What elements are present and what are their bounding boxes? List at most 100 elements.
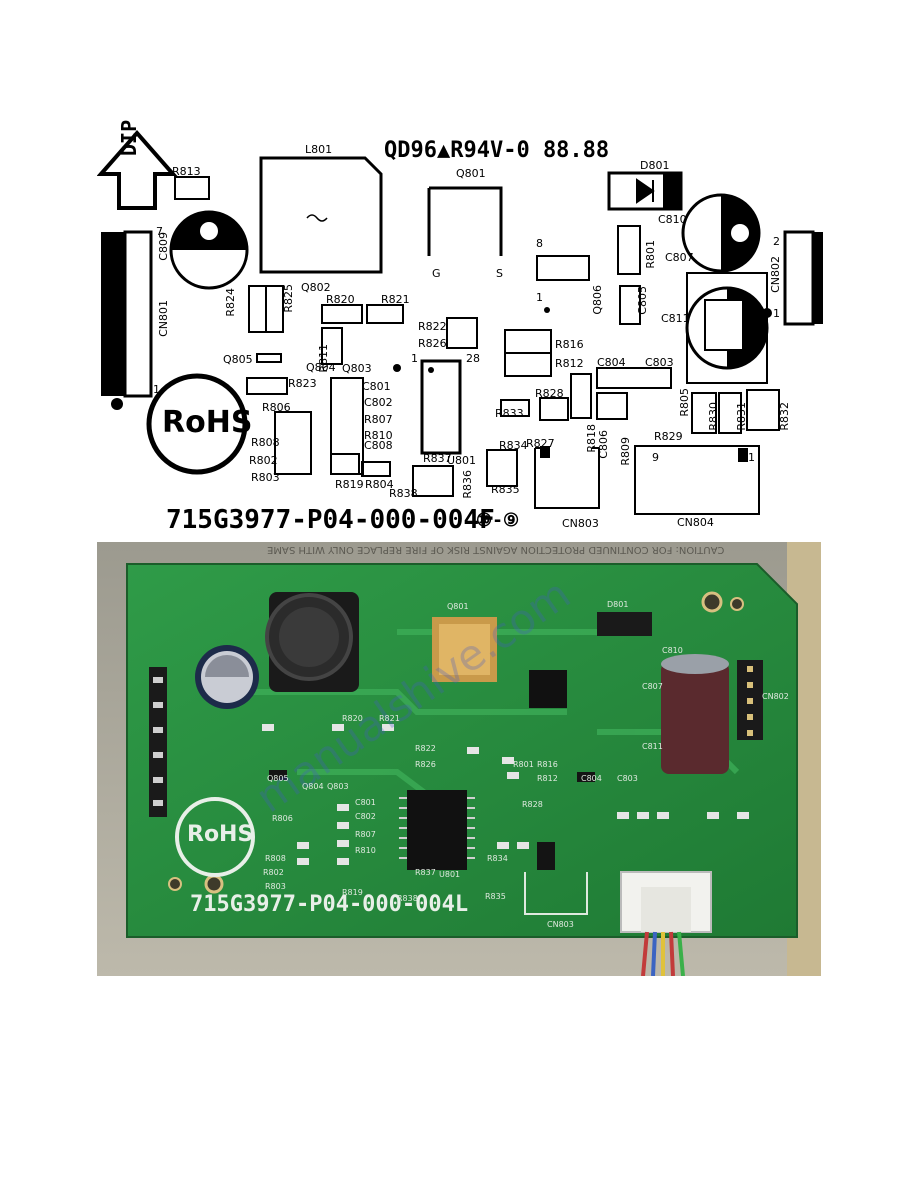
label-r810: R810 — [364, 429, 393, 442]
label-q802: Q802 — [301, 281, 331, 294]
label-c811: C811 — [661, 312, 690, 325]
label-r826: R826 — [418, 337, 447, 350]
pad-group — [174, 176, 780, 497]
photo-label-u801: U801 — [439, 870, 461, 879]
dip-label: DIP — [117, 119, 141, 156]
label-c801: C801 — [362, 380, 391, 393]
label-u801: U801 — [447, 454, 477, 467]
l801-outline — [259, 156, 383, 274]
label-r824: R824 — [224, 288, 237, 317]
dip-arrow-icon — [97, 129, 178, 210]
label-c807: C807 — [665, 251, 694, 264]
pin-mark-q806-1: 1 — [536, 291, 543, 304]
photo-label-q801: Q801 — [447, 602, 469, 611]
photo-label-r806: R806 — [272, 814, 293, 823]
pin-mark-cn801: 1 — [153, 383, 160, 396]
photo-label-r810: R810 — [355, 846, 376, 855]
pin-mark-cn802-1: 1 — [773, 307, 780, 320]
photo-label-q805: Q805 — [267, 774, 289, 783]
label-c808: C808 — [364, 439, 393, 452]
label-q805: Q805 — [223, 353, 253, 366]
label-r831: R831 — [735, 402, 748, 431]
pcb-photo: CAUTION: FOR CONTINUED PROTECTION AGAINS… — [97, 542, 821, 976]
caution-text: CAUTION: FOR CONTINUED PROTECTION AGAINS… — [267, 544, 725, 555]
label-c802: C802 — [364, 396, 393, 409]
pin-mark-q806-8: 8 — [536, 237, 543, 250]
label-r807: R807 — [364, 413, 393, 426]
label-r832: R832 — [778, 402, 791, 431]
photo-label-r828: R828 — [522, 800, 543, 809]
cn802-connector-outline — [783, 230, 815, 326]
label-r829: R829 — [654, 430, 683, 443]
pcb-photo-drawing — [97, 542, 821, 976]
pin-mark-c809: 7 — [156, 225, 163, 238]
pcb-silkscreen-diagram — [97, 129, 823, 515]
label-c805: C805 — [636, 286, 649, 315]
photo-rohs-label: RoHS — [187, 822, 254, 847]
label-r823: R823 — [288, 377, 317, 390]
label-r821: R821 — [381, 293, 410, 306]
label-r801: R801 — [644, 240, 657, 269]
label-r811: R811 — [317, 344, 330, 373]
label-q803: Q803 — [342, 362, 372, 375]
label-r825: R825 — [282, 284, 295, 313]
label-c803: C803 — [645, 356, 674, 369]
pin-mark-cn804-1: 1 — [748, 451, 755, 464]
label-q804: Q804 — [306, 361, 336, 374]
label-r812: R812 — [555, 357, 584, 370]
photo-label-d801: D801 — [607, 600, 629, 609]
label-r805: R805 — [678, 388, 691, 417]
label-r835: R835 — [491, 483, 520, 496]
photo-label-r808: R808 — [265, 854, 286, 863]
photo-label-r822: R822 — [415, 744, 436, 753]
label-r809: R809 — [619, 437, 632, 466]
photo-label-q803: Q803 — [327, 782, 349, 791]
photo-label-c810: C810 — [662, 646, 683, 655]
photo-label-r821: R821 — [379, 714, 400, 723]
label-q801: Q801 — [456, 167, 486, 180]
pin-mark-q801-g: G — [432, 267, 441, 280]
rohs-circle — [146, 373, 248, 475]
label-c810: C810 — [658, 213, 687, 226]
pin-mark-cn802-2: 2 — [773, 235, 780, 248]
photo-label-q804: Q804 — [302, 782, 324, 791]
label-cn803: CN803 — [562, 517, 599, 530]
pin-mark-cn804-9: 9 — [652, 451, 659, 464]
photo-label-r816: R816 — [537, 760, 558, 769]
label-r808: R808 — [251, 436, 280, 449]
diagram-board-code-suffix: ⑩-⑨ — [476, 510, 520, 531]
label-r803: R803 — [251, 471, 280, 484]
label-c804: C804 — [597, 356, 626, 369]
photo-label-r835: R835 — [485, 892, 506, 901]
label-c806: C806 — [597, 430, 610, 459]
photo-label-r834: R834 — [487, 854, 508, 863]
label-r833: R833 — [495, 407, 524, 420]
photo-label-r826: R826 — [415, 760, 436, 769]
q801-outline — [427, 186, 503, 256]
label-r819: R819 — [335, 478, 364, 491]
photo-label-cn803: CN803 — [547, 920, 574, 929]
photo-label-r807: R807 — [355, 830, 376, 839]
photo-label-c803: C803 — [617, 774, 638, 783]
label-r816: R816 — [555, 338, 584, 351]
label-l801: L801 — [305, 143, 333, 156]
label-r834: R834 — [499, 439, 528, 452]
photo-label-c802: C802 — [355, 812, 376, 821]
photo-label-r801: R801 — [513, 760, 534, 769]
photo-label-r803: R803 — [265, 882, 286, 891]
photo-label-c807: C807 — [642, 682, 663, 691]
photo-board-code: 715G3977-P04-000-004L — [190, 892, 469, 917]
photo-label-r812: R812 — [537, 774, 558, 783]
photo-label-r838: R838 — [397, 894, 418, 903]
label-r837: R837 — [423, 452, 452, 465]
pin-mark-u801-1: 1 — [411, 352, 418, 365]
u801-ic-outline — [420, 359, 462, 455]
label-r804: R804 — [365, 478, 394, 491]
pin-mark-u801-28: 28 — [466, 352, 480, 365]
label-cn802: CN802 — [769, 256, 782, 293]
diode-symbol-icon — [636, 178, 655, 204]
label-r822: R822 — [418, 320, 447, 333]
photo-label-r802: R802 — [263, 868, 284, 877]
label-r820: R820 — [326, 293, 355, 306]
label-r830: R830 — [707, 402, 720, 431]
